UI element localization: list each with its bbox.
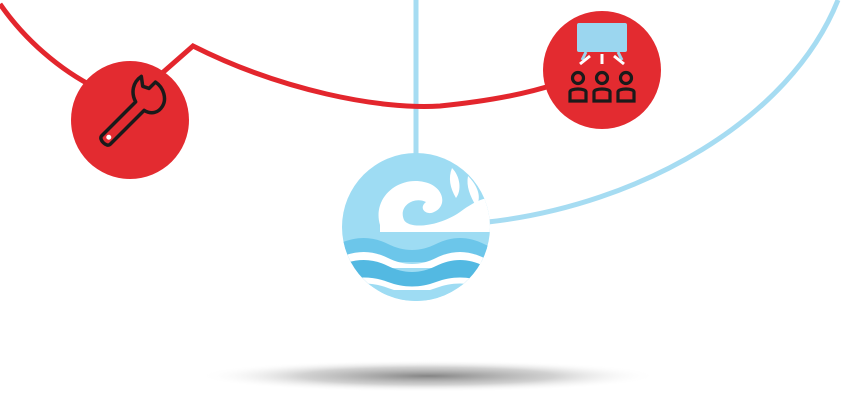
water-node [342, 153, 490, 301]
wrench-icon [99, 74, 167, 147]
red-connector-line [0, 2, 557, 109]
wrench-node [71, 61, 189, 179]
blue-arc-line [487, 0, 841, 225]
ground-shadow [198, 360, 658, 392]
presentation-audience-icon [568, 23, 636, 103]
presentation-node [543, 11, 661, 129]
